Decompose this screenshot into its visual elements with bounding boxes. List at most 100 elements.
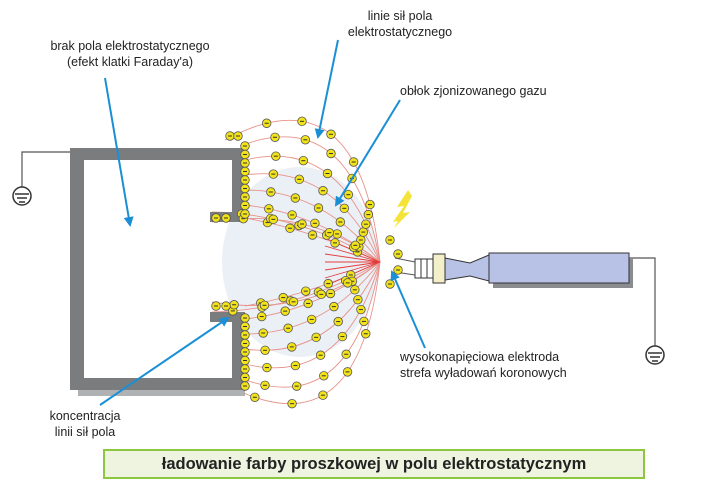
charged-particle xyxy=(393,249,403,259)
label-ion-cloud: obłok zjonizowanego gazu xyxy=(400,84,547,98)
charged-particle xyxy=(326,129,336,139)
charged-particle xyxy=(268,214,279,225)
charged-particle xyxy=(385,279,395,289)
charged-particle xyxy=(350,240,361,251)
charged-particle xyxy=(348,157,359,167)
charged-particle xyxy=(325,288,336,299)
corona-ray xyxy=(324,253,381,263)
arrow-concentration xyxy=(99,316,230,406)
charged-particle xyxy=(342,367,353,377)
charged-particles xyxy=(211,116,403,409)
charged-particle xyxy=(240,355,250,366)
arrow-ion-cloud xyxy=(334,99,401,207)
charged-particle xyxy=(225,131,235,141)
ground-icon-left xyxy=(12,186,32,206)
charged-particle xyxy=(310,218,320,229)
charged-particle xyxy=(221,213,231,223)
caption: ładowanie farby proszkowej w polu elektr… xyxy=(103,449,645,479)
charged-particle xyxy=(359,316,369,327)
charged-particle xyxy=(240,321,250,332)
charged-particle xyxy=(335,217,346,227)
charged-particle xyxy=(240,149,250,160)
charged-particle xyxy=(240,381,250,391)
arrow-no-field xyxy=(104,77,134,227)
charged-particle xyxy=(257,311,267,322)
charged-particle xyxy=(240,200,250,211)
charged-particle xyxy=(318,390,328,400)
charged-particle xyxy=(287,398,297,409)
charged-particle xyxy=(343,189,354,200)
charged-particle xyxy=(211,213,221,223)
charged-particle xyxy=(260,380,270,390)
charged-particle xyxy=(287,210,297,220)
charged-particle xyxy=(316,289,326,300)
charged-particle xyxy=(240,209,250,219)
charged-particle xyxy=(240,192,250,202)
charged-particle xyxy=(270,132,280,142)
charged-particle xyxy=(271,151,281,161)
charged-particle xyxy=(268,169,279,179)
charged-particle xyxy=(342,278,353,288)
charged-particle xyxy=(361,219,371,229)
charged-particle xyxy=(240,330,250,340)
charged-particle xyxy=(363,209,374,220)
label-no-field-line1: brak pola elektrostatycznego xyxy=(50,39,210,53)
charged-particle xyxy=(240,372,250,383)
charged-particle xyxy=(262,362,272,373)
charged-particle xyxy=(307,230,318,240)
charged-particle xyxy=(333,316,343,327)
charged-particle xyxy=(258,328,268,338)
charged-particle xyxy=(324,227,335,238)
spray-gun xyxy=(394,252,633,288)
label-no-field-line2: (efekt klatki Faraday'a) xyxy=(66,55,194,69)
arrow-electrode xyxy=(390,270,426,349)
charged-particle xyxy=(240,183,250,194)
ground-icon-right xyxy=(645,345,665,365)
charged-particle xyxy=(315,350,326,360)
charged-particle xyxy=(326,148,336,159)
label-field-lines-line2: elektrostatycznego xyxy=(347,25,453,39)
charged-particle xyxy=(211,301,221,311)
charged-particle xyxy=(323,278,333,289)
charged-particle xyxy=(353,294,363,305)
charged-particle xyxy=(385,235,395,245)
charged-particle xyxy=(297,219,307,229)
charged-particle xyxy=(358,227,369,237)
charged-particle xyxy=(350,285,360,295)
charged-particle xyxy=(322,168,333,179)
charged-particle xyxy=(240,166,250,177)
charged-particle xyxy=(301,286,311,296)
ground-wire-left xyxy=(21,151,70,188)
charged-particle xyxy=(290,360,301,371)
charged-particle xyxy=(240,364,250,374)
charged-particle xyxy=(365,199,375,210)
label-corona-line2: strefa wyładowań koronowych xyxy=(400,366,567,380)
charged-particle xyxy=(341,349,351,359)
charged-particle xyxy=(287,342,297,352)
arrow-field-lines xyxy=(314,39,339,139)
label-concentration: koncentracja linii sił pola xyxy=(20,408,150,440)
charged-particle xyxy=(290,193,301,203)
charged-particle xyxy=(318,186,328,196)
charged-particle xyxy=(259,300,270,310)
charged-particle xyxy=(240,175,250,185)
charged-particle xyxy=(303,298,313,309)
label-field-lines: linie sił pola elektrostatycznego xyxy=(320,8,480,40)
charged-particle xyxy=(306,314,317,325)
faraday-cage xyxy=(70,148,245,396)
lightning-icon xyxy=(393,190,412,228)
charged-particle xyxy=(240,347,250,357)
label-concentration-line1: koncentracja xyxy=(49,409,121,423)
charged-particle xyxy=(294,174,305,185)
charged-particle xyxy=(313,203,324,213)
corona-ray xyxy=(324,261,381,271)
charged-particle xyxy=(240,141,250,151)
charged-particle xyxy=(283,323,293,333)
charged-particle xyxy=(288,297,299,307)
ground-wire-right xyxy=(628,257,656,346)
charged-particle xyxy=(240,338,250,349)
charged-particle xyxy=(280,306,290,316)
charged-particle xyxy=(330,238,340,248)
